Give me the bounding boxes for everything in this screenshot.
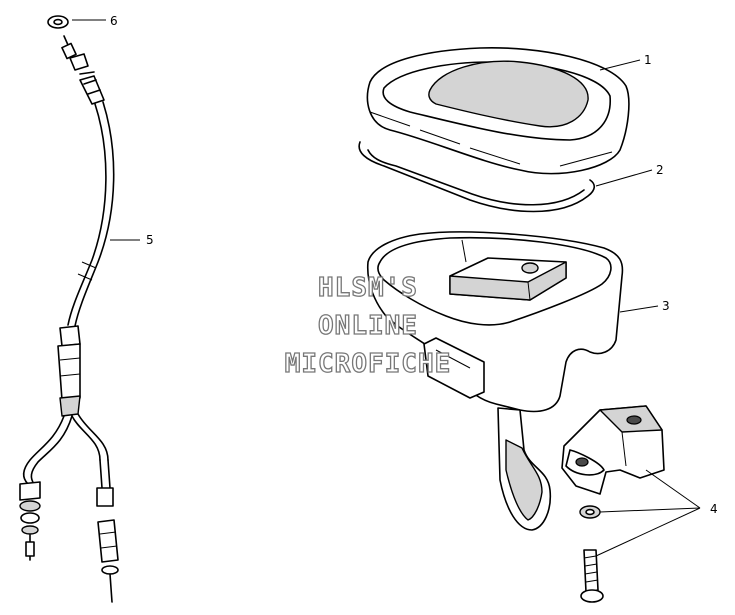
speedometer-cable [19,15,119,603]
watermark: HLSM'S ONLINE MICROFICHE [284,272,452,379]
leader-lines [72,19,701,557]
meter-housing [366,231,624,531]
callout-4: 4 [710,502,718,516]
callout-3: 3 [662,299,670,313]
gasket [358,141,596,213]
meter-cover [366,47,630,175]
mounting-bracket [561,405,665,603]
callout-1: 1 [644,53,652,67]
watermark-line-2: ONLINE [318,311,418,341]
callout-6: 6 [110,14,118,28]
watermark-line-1: HLSM'S [318,273,418,303]
callout-5: 5 [146,233,154,247]
callout-2: 2 [656,163,664,177]
watermark-line-3: MICROFICHE [285,349,452,379]
